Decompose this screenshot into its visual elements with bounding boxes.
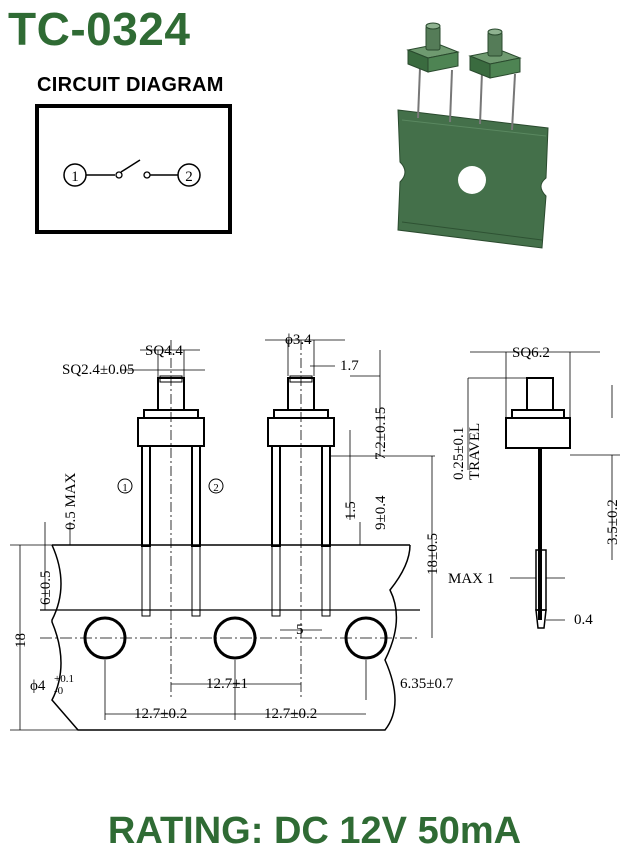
tape-outline xyxy=(40,544,420,731)
dim-7-2: 7.2±0.15 xyxy=(373,407,389,460)
dim-1-5: 1.5 xyxy=(343,501,359,520)
dim-sq62: SQ6.2 xyxy=(512,345,550,361)
dim-18-05: 18±0.5 xyxy=(425,533,441,575)
dim-6-35: 6.35±0.7 xyxy=(400,676,454,692)
dim-3-5: 3.5±0.2 xyxy=(605,499,621,545)
dim-5: 5 xyxy=(296,622,304,638)
dim-9: 9±0.4 xyxy=(373,495,389,530)
dim-6: 6±0.5 xyxy=(38,571,54,605)
dim-hole-tol-bot: -0 xyxy=(54,685,64,697)
dim-hole: ϕ4 xyxy=(30,678,46,694)
dimension-lines xyxy=(10,339,620,731)
dim-1-7: 1.7 xyxy=(340,358,359,374)
product-title: TC-0324 xyxy=(8,3,191,55)
dim-max1: MAX 1 xyxy=(448,571,494,587)
dim-sq24: SQ2.4±0.05 xyxy=(62,362,134,378)
circuit-pin2-label: 2 xyxy=(185,169,193,185)
dim-hole-tol-top: +0.1 xyxy=(54,673,74,685)
dim-12-7-a: 12.7±1 xyxy=(206,676,248,692)
rating-text: RATING: DC 12V 50mA xyxy=(107,810,522,852)
circuit-pin1-label: 1 xyxy=(71,169,79,185)
dim-0-5-max: 0.5 MAX xyxy=(63,472,79,530)
product-photo xyxy=(397,22,549,249)
dim-0-4: 0.4 xyxy=(574,612,593,628)
dim-18: 18 xyxy=(13,633,29,648)
circuit-diagram-label: CIRCUIT DIAGRAM xyxy=(37,74,224,96)
dim-phi34: ϕ3.4 xyxy=(285,332,312,348)
switch-front-1 xyxy=(137,340,205,700)
dim-sq44: SQ4.4 xyxy=(145,343,183,359)
switch-side-view xyxy=(505,377,571,629)
switch-front-2 xyxy=(267,340,335,700)
pin1-label: 1 xyxy=(122,482,128,494)
dim-12-7-b: 12.7±0.2 xyxy=(134,706,187,722)
dim-travel: TRAVEL xyxy=(467,423,483,480)
dim-0-25: 0.25±0.1 xyxy=(451,427,467,480)
circuit-diagram: 1 2 xyxy=(35,104,232,234)
dim-12-7-c: 12.7±0.2 xyxy=(264,706,317,722)
pin2-label: 2 xyxy=(213,482,219,494)
